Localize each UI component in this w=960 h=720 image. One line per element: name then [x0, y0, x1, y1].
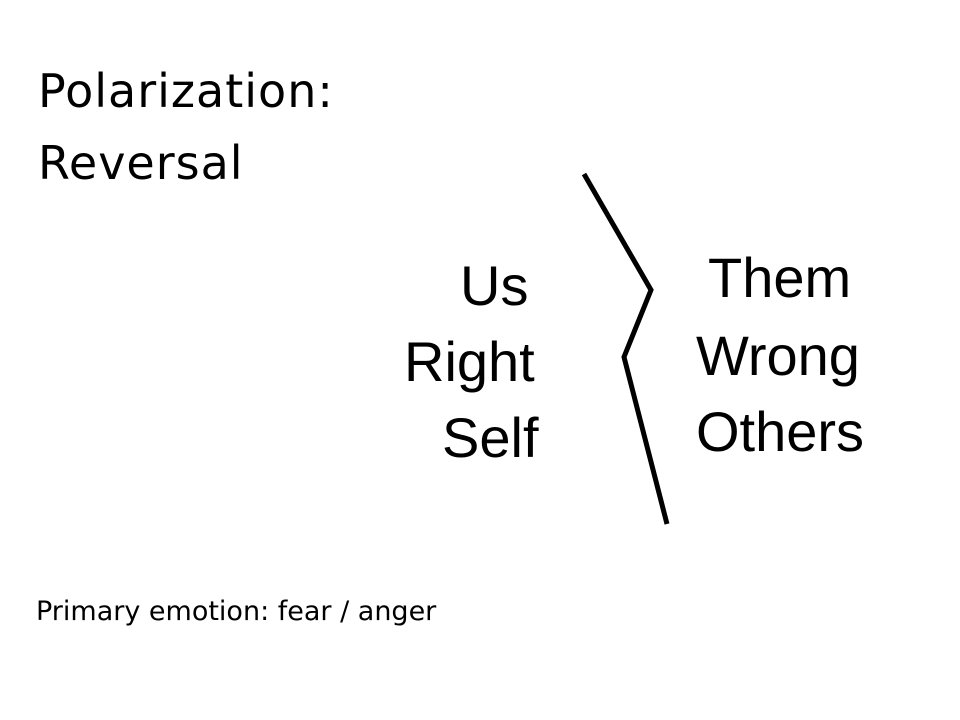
title-line-2: Reversal — [38, 136, 244, 190]
left-label-right: Right — [404, 330, 535, 393]
divider-line — [581, 172, 670, 525]
right-label-them: Them — [708, 246, 852, 309]
right-label-wrong: Wrong — [696, 324, 860, 387]
title-line-1: Polarization: — [38, 64, 334, 118]
right-label-others: Others — [696, 400, 865, 463]
left-label-us: Us — [460, 254, 529, 317]
slide-title: Polarization: Reversal — [38, 55, 334, 199]
left-label-self: Self — [442, 406, 539, 469]
caption: Primary emotion: fear / anger — [36, 596, 437, 627]
